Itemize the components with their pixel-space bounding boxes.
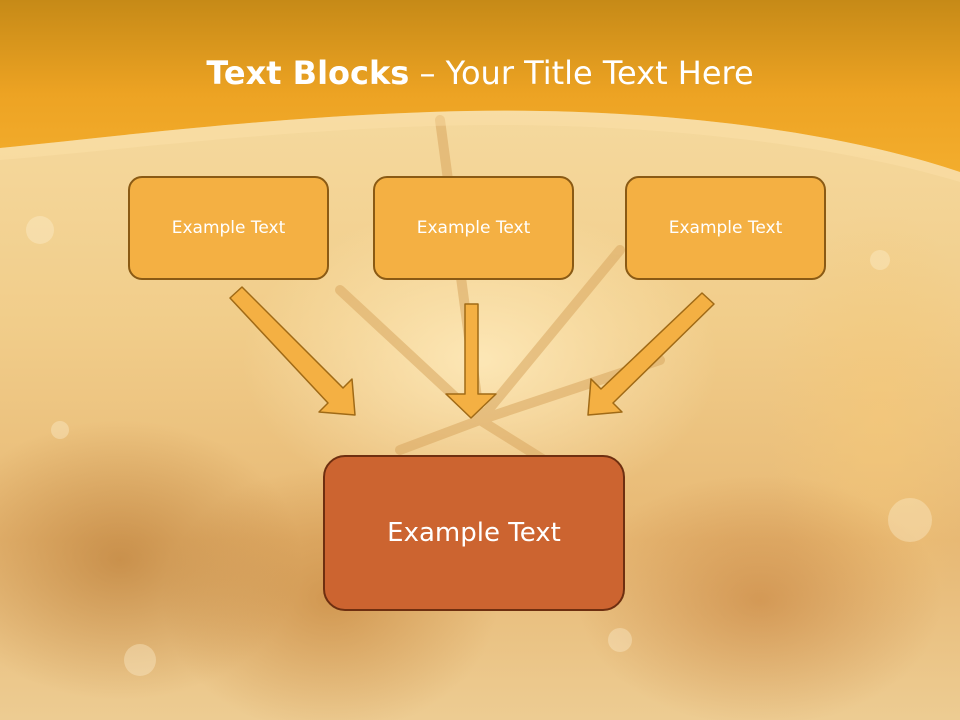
slide-title-rest: – Your Title Text Here	[409, 54, 754, 92]
slide-title: Text Blocks – Your Title Text Here	[0, 54, 960, 92]
slide-title-strong: Text Blocks	[206, 54, 410, 92]
text-block-2-label: Example Text	[416, 218, 531, 238]
ornament-star	[335, 115, 665, 475]
arrows	[229, 286, 715, 419]
text-block-1: Example Text	[128, 176, 329, 280]
header-highlight	[0, 110, 960, 182]
text-block-3-label: Example Text	[668, 218, 783, 238]
result-block-label: Example Text	[387, 518, 561, 548]
text-block-3: Example Text	[625, 176, 826, 280]
result-block: Example Text	[323, 455, 625, 611]
text-block-2: Example Text	[373, 176, 574, 280]
bokeh-lights	[26, 216, 932, 676]
arrow-left	[229, 286, 356, 416]
header-band	[0, 0, 960, 172]
arrow-center	[445, 303, 497, 419]
arrow-right	[587, 292, 715, 416]
text-block-1-label: Example Text	[171, 218, 286, 238]
